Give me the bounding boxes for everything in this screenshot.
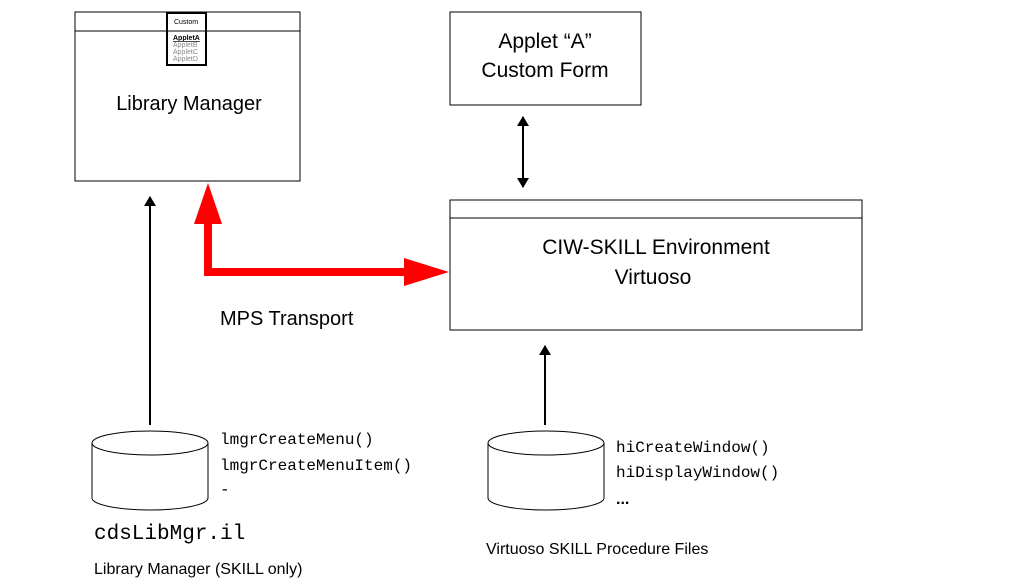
mps-transport-label: MPS Transport [220, 308, 354, 330]
menu-item-applet-a[interactable]: AppletA [173, 35, 200, 42]
virtuoso-function-1: hiCreateWindow() [616, 439, 770, 457]
mps-transport-arrow [194, 183, 449, 286]
ciw-skill-environment-window: CIW-SKILL Environment Virtuoso [449, 199, 863, 331]
ciw-env-line2: Virtuoso [615, 266, 692, 289]
library-manager-title: Library Manager [116, 93, 262, 115]
ciw-env-line1: CIW-SKILL Environment [542, 236, 770, 259]
lib-filename: cdsLibMgr.il [94, 523, 245, 546]
applet-form-line2: Custom Form [481, 59, 608, 82]
menu-item-applet-d[interactable]: AppletD [173, 56, 198, 63]
menu-item-applet-c[interactable]: AppletC [173, 49, 198, 56]
lib-file-caption: Library Manager (SKILL only) [94, 561, 302, 578]
virtuoso-function-3: ... [616, 491, 629, 508]
applet-custom-form-box: Applet “A” Custom Form [449, 11, 642, 106]
virtuoso-files-database-icon [487, 430, 605, 511]
virtuoso-files-caption: Virtuoso SKILL Procedure Files [486, 541, 708, 558]
lib-file-database-icon [91, 430, 209, 511]
menu-item-applet-b[interactable]: AppletB [173, 42, 198, 49]
custom-menu-title: Custom [174, 19, 198, 26]
lib-function-2: lmgrCreateMenuItem() [220, 457, 412, 475]
lib-function-3: - [220, 481, 230, 499]
applet-form-line1: Applet “A” [498, 30, 591, 53]
virtuoso-function-2: hiDisplayWindow() [616, 464, 779, 482]
custom-menu: Custom AppletA AppletB AppletC AppletD [166, 12, 207, 66]
lib-function-1: lmgrCreateMenu() [220, 431, 374, 449]
